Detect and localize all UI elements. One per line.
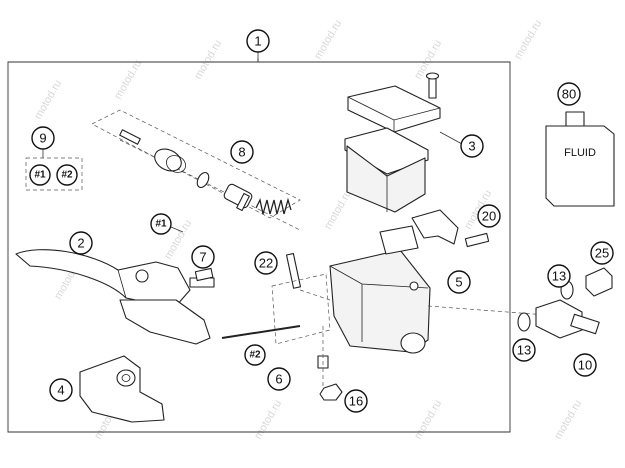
svg-text:8: 8 <box>238 145 245 160</box>
callout-20[interactable]: 20 <box>477 204 501 228</box>
callout-8[interactable]: 8 <box>230 140 254 164</box>
svg-text:25: 25 <box>595 246 609 261</box>
svg-text:2: 2 <box>77 236 84 251</box>
callout-9[interactable]: 9 <box>31 126 55 150</box>
clamp-bolt-head <box>116 369 136 387</box>
fluid-label: FLUID <box>564 147 596 159</box>
callout-80[interactable]: 80 <box>557 82 581 106</box>
callout-3-leader <box>439 131 463 145</box>
brake-lever <box>15 249 191 307</box>
callout-25[interactable]: 25 <box>590 241 614 265</box>
callout-13-upper[interactable]: 13 <box>547 264 571 288</box>
hose <box>570 313 600 335</box>
svg-text:#2: #2 <box>61 170 73 181</box>
svg-text:5: 5 <box>455 275 462 290</box>
svg-text:6: 6 <box>275 372 282 387</box>
svg-text:#1: #1 <box>155 219 167 230</box>
callout-16[interactable]: 16 <box>344 389 368 413</box>
dust-boot <box>154 148 182 172</box>
diaphragm <box>344 127 429 175</box>
piston-kit-bracket <box>91 109 301 219</box>
spring-seat <box>236 192 250 212</box>
watermark: motod.ru <box>112 58 144 102</box>
callout-9-sub-2[interactable]: #2 <box>56 164 78 186</box>
callout-9-group-box <box>25 157 83 191</box>
pushrod <box>221 325 301 339</box>
svg-text:#1: #1 <box>34 170 46 181</box>
pushrod-guide <box>271 273 331 345</box>
watermark: motod.ru <box>192 38 224 82</box>
banjo-bolt <box>585 267 613 297</box>
callout-6[interactable]: 6 <box>267 367 291 391</box>
callout-1[interactable]: 1 <box>246 29 270 53</box>
svg-text:1: 1 <box>254 34 261 49</box>
lever-pivot <box>135 269 149 283</box>
svg-text:13: 13 <box>517 343 531 358</box>
callout-hash-1-leader <box>170 226 184 233</box>
hose-fittings <box>427 267 613 339</box>
mount-hole <box>409 281 419 291</box>
svg-text:20: 20 <box>482 209 496 224</box>
lever-pivot-block <box>119 299 211 345</box>
master-cylinder-body <box>329 225 431 354</box>
svg-text:10: 10 <box>578 358 592 373</box>
clamp-bolt <box>464 232 490 248</box>
svg-text:9: 9 <box>39 131 46 146</box>
adjuster-nut <box>319 383 343 401</box>
handlebar-clamp-part <box>79 355 165 423</box>
watermark: motod.ru <box>32 78 64 122</box>
fluid-bottle-part: FLUID <box>545 111 615 207</box>
callout-7[interactable]: 7 <box>191 245 215 269</box>
svg-text:3: 3 <box>468 139 475 154</box>
circlip <box>196 171 210 189</box>
reservoir-cap-part <box>344 72 441 213</box>
watermark: motod.ru <box>322 188 354 232</box>
watermark: motod.ru <box>552 398 584 442</box>
svg-text:7: 7 <box>199 250 206 265</box>
watermark: motod.ru <box>512 18 544 62</box>
svg-text:4: 4 <box>57 383 64 398</box>
watermark: motod.ru <box>412 398 444 442</box>
bottle-cap <box>565 111 585 127</box>
bleed-screw-part <box>285 252 331 301</box>
handlebar-clamp <box>79 355 165 423</box>
svg-text:16: 16 <box>349 394 363 409</box>
callout-22[interactable]: 22 <box>254 251 278 275</box>
brake-lever-part <box>15 249 215 345</box>
piston-kit-part <box>91 109 301 231</box>
pushrod-part <box>221 273 331 394</box>
pin <box>119 129 141 145</box>
piston-axis-line <box>119 139 301 231</box>
callout-4[interactable]: 4 <box>49 378 73 402</box>
banjo-port <box>400 332 426 354</box>
watermark: motod.ru <box>252 398 284 442</box>
svg-text:22: 22 <box>259 256 273 271</box>
callout-hash-1[interactable]: #1 <box>150 213 172 235</box>
svg-text:13: 13 <box>552 269 566 284</box>
cylinder-boss <box>379 225 419 255</box>
bleed-screw <box>285 252 301 289</box>
adjusting-screw <box>194 267 214 282</box>
svg-text:80: 80 <box>562 87 576 102</box>
callout-3[interactable]: 3 <box>460 134 484 158</box>
callout-10[interactable]: 10 <box>573 353 597 377</box>
banjo-fitting <box>535 299 583 339</box>
clamp-part <box>411 209 490 248</box>
dust-boot-ring <box>165 155 187 173</box>
watermark: motod.ru <box>312 18 344 62</box>
washer-lower <box>517 312 531 332</box>
callout-13-lower[interactable]: 13 <box>512 338 536 362</box>
lid-screw-head <box>425 72 440 80</box>
return-spring <box>255 197 292 215</box>
callout-2[interactable]: 2 <box>69 231 93 255</box>
svg-text:#2: #2 <box>249 350 261 361</box>
callout-5[interactable]: 5 <box>447 270 471 294</box>
callout-9-sub-1[interactable]: #1 <box>29 164 51 186</box>
reservoir-lid <box>347 85 441 133</box>
fluid-bottle <box>545 125 615 207</box>
callout-hash-2[interactable]: #2 <box>244 344 266 366</box>
clamp <box>411 209 459 245</box>
